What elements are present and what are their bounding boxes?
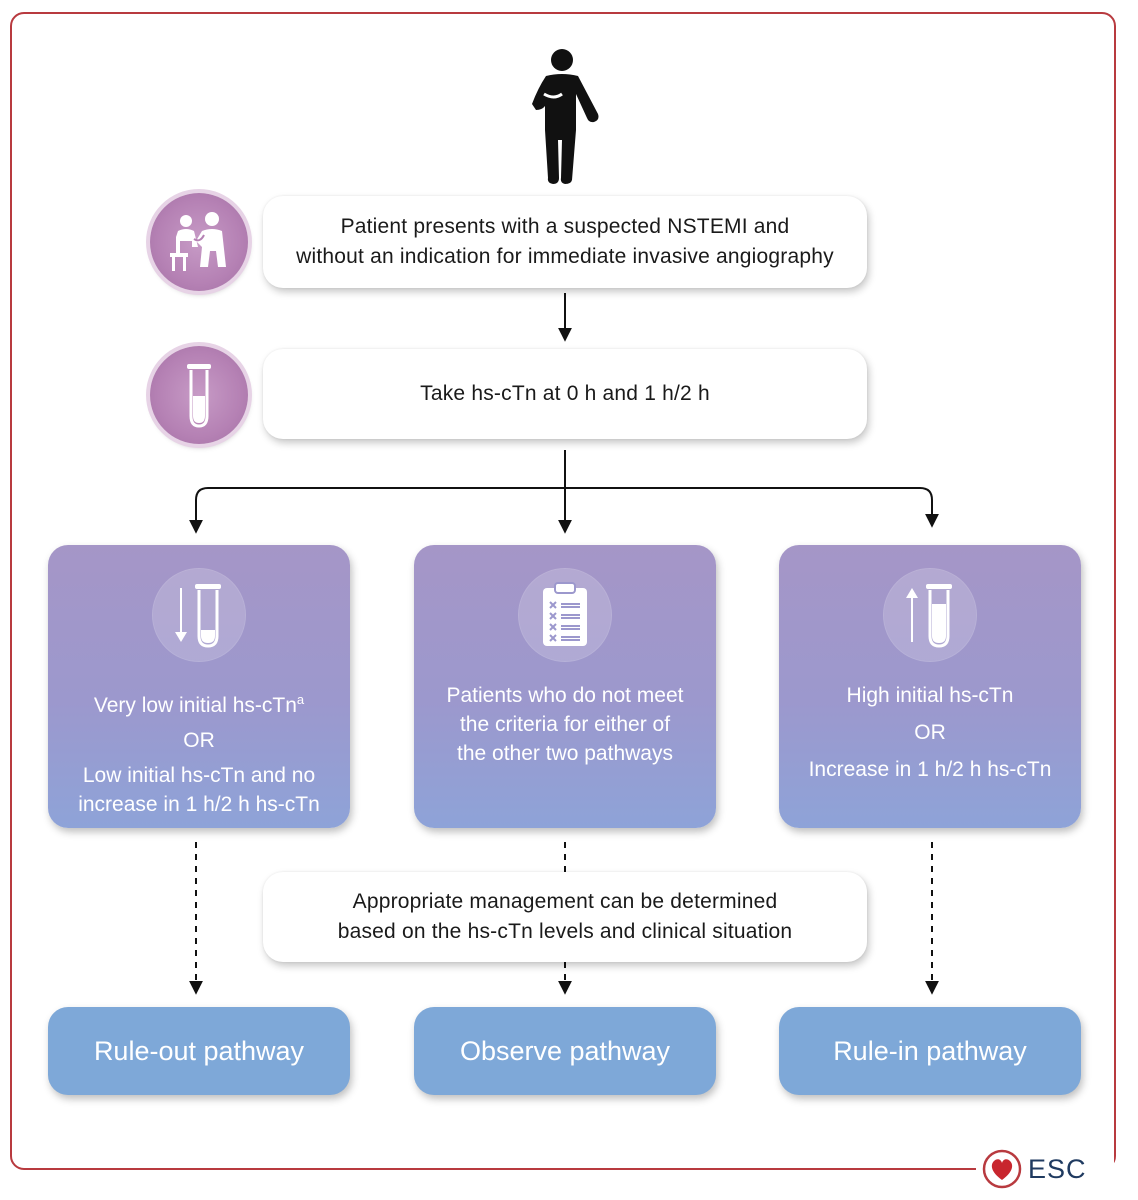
- pathway2-text: Patients who do not meet the criteria fo…: [422, 681, 708, 768]
- step2-icon-circle: [150, 346, 248, 444]
- pathway1-icon-circle: [153, 569, 245, 661]
- pathway-box-rule-in-criteria: High initial hs-cTn OR Increase in 1 h/2…: [779, 545, 1081, 828]
- step1-icon-circle: [150, 193, 248, 291]
- person-chest-pain-icon: [532, 49, 599, 184]
- pathway1-text: Very low initial hs-cTna OR Low initial …: [56, 685, 342, 819]
- pathway1-line2: OR: [183, 729, 215, 752]
- management-note-box: Appropriate management can be determined…: [263, 872, 867, 962]
- esc-logo: ESC: [976, 1146, 1114, 1192]
- pathway2-line1: Patients who do not meet: [446, 684, 684, 707]
- pathway1-line3: Low initial hs-cTn and no: [82, 764, 316, 787]
- management-note-line1: Appropriate management can be determined: [352, 890, 778, 913]
- step1-patient-presents-box: Patient presents with a suspected NSTEMI…: [263, 196, 867, 288]
- test-tube-icon: [187, 364, 211, 428]
- rule-in-pathway-box: Rule-in pathway: [779, 1007, 1081, 1095]
- test-tube-up-arrow-icon: [906, 584, 952, 648]
- pathway2-line3: the other two pathways: [457, 742, 673, 765]
- clipboard-checklist-icon: [543, 582, 587, 646]
- esc-logo-text: ESC: [1028, 1153, 1087, 1184]
- pathway-box-observe-criteria: Patients who do not meet the criteria fo…: [414, 545, 716, 828]
- doctor-patient-icon: [170, 212, 226, 271]
- management-note-line2: based on the hs-cTn levels and clinical …: [337, 920, 793, 943]
- pathway2-line2: the criteria for either of: [459, 713, 671, 736]
- step2-text: Take hs-cTn at 0 h and 1 h/2 h: [420, 382, 710, 405]
- step1-line1: Patient presents with a suspected NSTEMI…: [340, 215, 790, 238]
- step1-line2: without an indication for immediate inva…: [296, 245, 834, 268]
- pathway3-line2: OR: [914, 721, 946, 744]
- rule-in-pathway-label: Rule-in pathway: [833, 1035, 1027, 1066]
- pathway3-line1: High initial hs-cTn: [846, 684, 1014, 707]
- rule-out-pathway-box: Rule-out pathway: [48, 1007, 350, 1095]
- step2-take-hs-ctn-box: Take hs-cTn at 0 h and 1 h/2 h: [263, 349, 867, 439]
- rule-out-pathway-label: Rule-out pathway: [93, 1035, 305, 1066]
- pathway1-line1: Very low initial hs-cTna: [93, 692, 305, 717]
- observe-pathway-box: Observe pathway: [414, 1007, 716, 1095]
- pathway3-line3: Increase in 1 h/2 h hs-cTn: [808, 758, 1052, 781]
- pathway1-line4: increase in 1 h/2 h hs-cTn: [78, 793, 320, 816]
- pathway3-icon-circle: [884, 569, 976, 661]
- pathway-box-rule-out-criteria: Very low initial hs-cTna OR Low initial …: [48, 545, 350, 828]
- observe-pathway-label: Observe pathway: [459, 1035, 671, 1066]
- pathway3-text: High initial hs-cTn OR Increase in 1 h/2…: [787, 681, 1073, 784]
- test-tube-down-arrow-icon: [175, 584, 221, 648]
- esc-heart-logo-icon: [982, 1149, 1022, 1189]
- pathway2-icon-circle: [519, 569, 611, 661]
